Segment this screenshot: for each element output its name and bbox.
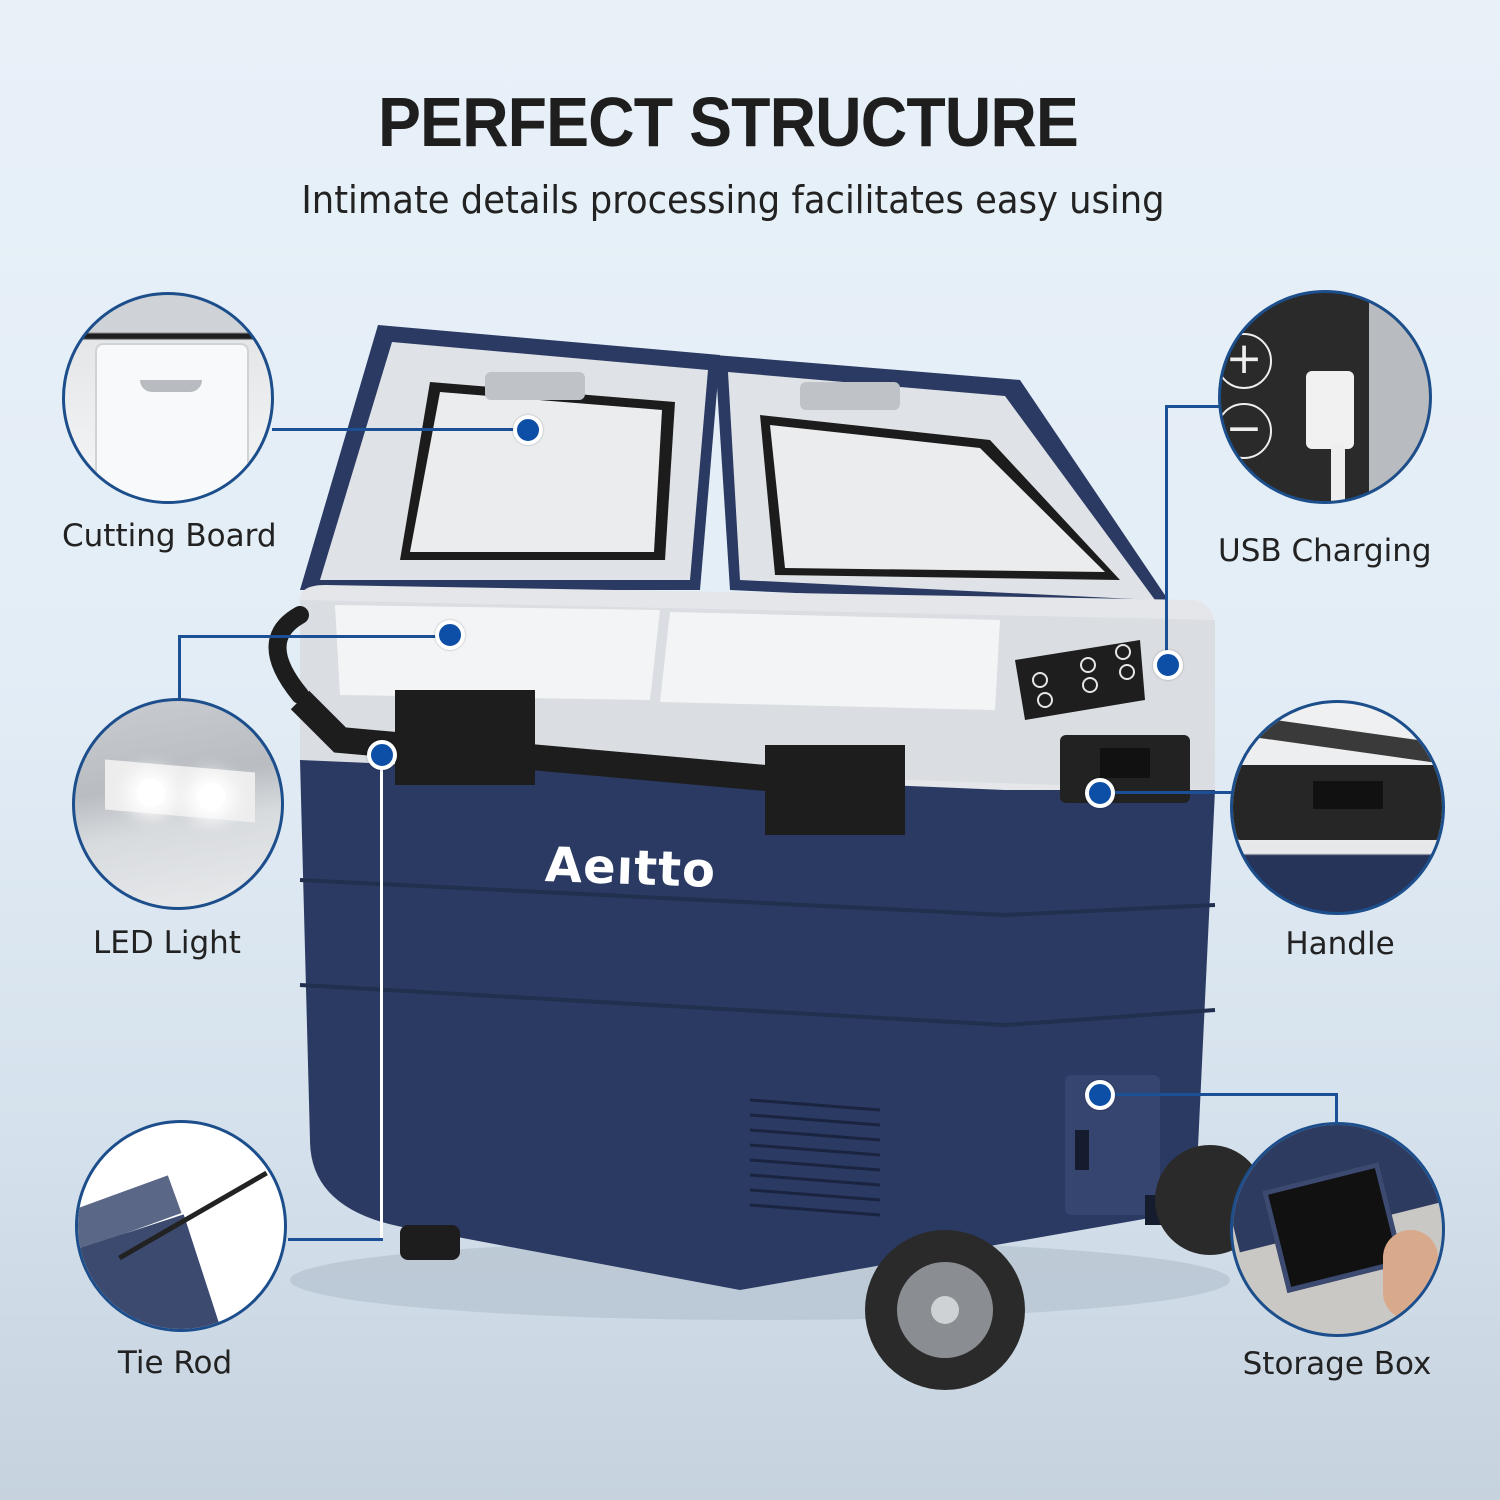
- callout-led-light-label: LED Light: [93, 925, 241, 961]
- callout-storage-box-label: Storage Box: [1242, 1346, 1432, 1382]
- connector-usb: [1165, 405, 1220, 408]
- connector-storage: [1100, 1093, 1338, 1096]
- hotspot-led-light[interactable]: [435, 620, 465, 650]
- connector-handle: [1100, 791, 1235, 794]
- page-title: PERFECT STRUCTURE: [378, 83, 1079, 161]
- callout-cutting-board-image: [62, 292, 274, 504]
- connector-led-light-v: [178, 635, 181, 700]
- callout-tie-rod-image: [75, 1120, 287, 1332]
- usb-plug-icon: [1306, 371, 1354, 449]
- callout-led-light-image: [72, 698, 284, 910]
- callout-tie-rod-label: Tie Rod: [117, 1345, 233, 1381]
- callout-storage-box-image: [1230, 1122, 1445, 1337]
- hotspot-handle[interactable]: [1085, 778, 1115, 808]
- brand-logo: Aeıtto: [544, 837, 717, 899]
- callout-cutting-board-label: Cutting Board: [62, 518, 277, 554]
- hotspot-usb-charging[interactable]: [1153, 650, 1183, 680]
- hotspot-cutting-board[interactable]: [513, 415, 543, 445]
- connector-storage-v: [1335, 1093, 1338, 1125]
- callout-handle-label: Handle: [1285, 926, 1395, 962]
- connector-tie-rod-v: [380, 755, 383, 1240]
- connector-usb-v: [1165, 405, 1168, 663]
- page-subtitle: Intimate details processing facilitates …: [301, 178, 1165, 222]
- callout-handle-image: [1230, 700, 1445, 915]
- hotspot-tie-rod[interactable]: [367, 740, 397, 770]
- connector-led-light: [178, 635, 448, 638]
- hotspot-storage-box[interactable]: [1085, 1080, 1115, 1110]
- control-panel: [1015, 640, 1145, 720]
- plus-icon: +: [1221, 333, 1272, 389]
- callout-usb-charging-image: + −: [1218, 290, 1432, 504]
- connector-tie-rod-h: [288, 1238, 383, 1241]
- connector-cutting-board: [272, 428, 528, 431]
- callout-usb-charging-label: USB Charging: [1218, 533, 1432, 569]
- minus-icon: −: [1221, 403, 1272, 459]
